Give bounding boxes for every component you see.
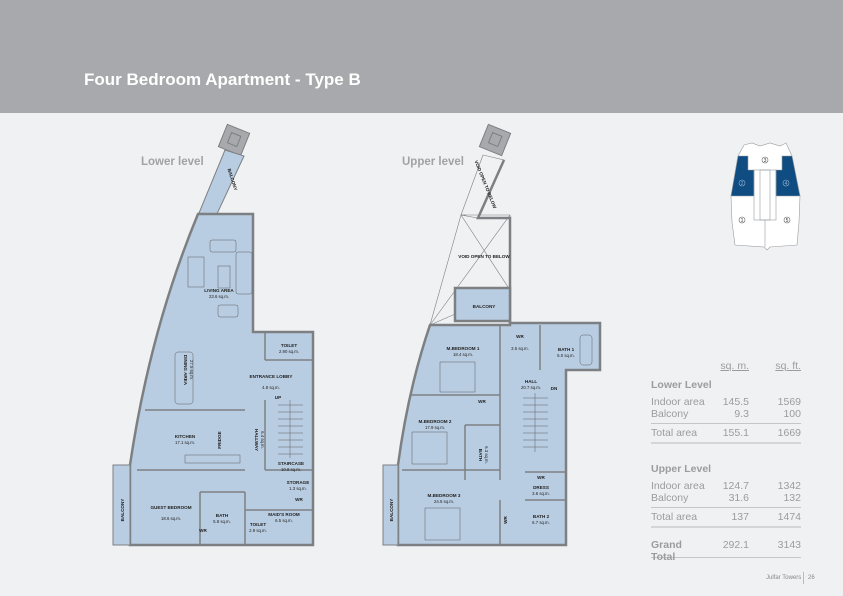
room-label: BATH [478, 449, 483, 462]
room-label: DINING AREA [183, 355, 188, 386]
room-label: HALLWAY [254, 429, 259, 451]
room-label: WR [537, 475, 545, 480]
room-area: 17.9 sq.m. [425, 425, 445, 430]
room-area: 2.9 sq.m. [249, 528, 267, 533]
room-label: TOILET [250, 522, 266, 527]
page-title: Four Bedroom Apartment - Type B [84, 70, 361, 89]
unit-number: 5 [786, 218, 789, 224]
room-label: BALCONY [389, 499, 394, 522]
room-area: 23.6 sq.m. [209, 294, 229, 299]
room-label: HALL [525, 379, 537, 384]
footer-project: Julfar Towers [766, 575, 802, 581]
room-label: DRESS [533, 485, 549, 490]
room-label: STORAGE [287, 480, 310, 485]
room-label: WR [199, 528, 207, 533]
room-label: M.BEDROOM 3 [428, 493, 461, 498]
room-area: 6.7 sq.m. [532, 520, 550, 525]
room-label: WR [503, 515, 508, 523]
upper-floor-plan [382, 123, 602, 547]
room-area: 18.6 sq.m. [161, 516, 181, 521]
unit-number: 2 [741, 181, 744, 187]
room-area: 17.1 sq.m. [175, 440, 195, 445]
room-area: 27.5 sq.m. [189, 360, 194, 380]
room-area: 2.90 sq.m. [279, 349, 299, 354]
room-label: GUEST BEDROOM [150, 505, 191, 510]
room-label: UP [275, 395, 281, 400]
room-label: VOID OPEN TO BELOW [458, 254, 510, 259]
room-label: TOILET [281, 343, 297, 348]
room-area: 18.4 sq.m. [453, 352, 473, 357]
room-label: BALCONY [120, 499, 125, 522]
room-label: WR [516, 334, 524, 339]
room-label: DN [551, 386, 558, 391]
room-area: 1.3 sq.m. [289, 486, 307, 491]
room-label: BATH 1 [558, 347, 575, 352]
header-bar: Four Bedroom Apartment - Type B [0, 0, 843, 113]
room-label: WR [295, 497, 303, 502]
room-label: BATH [216, 513, 229, 518]
lower-level-label: Lower level [141, 156, 204, 168]
unit-number: 1 [741, 218, 744, 224]
unit-number: 4 [785, 181, 788, 187]
room-label: M.BEDROOM 1 [447, 346, 480, 351]
room-label: BALCONY [227, 168, 239, 191]
room-area: 3.5 sq.m. [511, 346, 529, 351]
room-area: 10.8 sq.m. [281, 467, 301, 472]
room-label: KITCHEN [175, 434, 196, 439]
room-area: 4.8 sq.m. [262, 385, 280, 390]
room-label: BATH 2 [533, 514, 550, 519]
room-label: ENTRANCE LOBBY [250, 374, 293, 379]
room-area: 20.7 sq.m. [521, 385, 541, 390]
key-plan: 3 2 4 1 5 [730, 142, 801, 251]
units-row: sq. m.sq. ft. [720, 360, 801, 372]
room-label: BALCONY [473, 304, 496, 309]
upper-level-label: Upper level [402, 156, 464, 168]
room-area: 6.5 sq.m. [275, 518, 293, 523]
room-label: M.BEDROOM 2 [419, 419, 452, 424]
room-area: 6.0 sq.m. [557, 353, 575, 358]
room-area: 6.3 sq.m. [484, 446, 489, 464]
room-area: 5.8 sq.m. [213, 519, 231, 524]
unit-number: 3 [764, 158, 767, 164]
room-label: STAIRCASE [278, 461, 304, 466]
footer-divider [803, 572, 804, 584]
page-number: 26 [808, 575, 815, 581]
lower-room-labels: BALCONY LIVING AREA 23.6 sq.m. DINING AR… [120, 168, 309, 533]
room-area: 3.6 sq.m. [532, 491, 550, 496]
room-area: 6.4 sq.m. [260, 431, 265, 449]
lower-floor-plan [112, 123, 315, 547]
room-area: 24.5 sq.m. [434, 499, 454, 504]
lower-level-heading: Lower Level [651, 379, 712, 391]
room-label: FRIDGE [217, 431, 222, 448]
room-label: LIVING AREA [204, 288, 234, 293]
upper-level-heading: Upper Level [651, 463, 712, 475]
room-label: MAID'S ROOM [268, 512, 300, 517]
room-label: WR [478, 399, 486, 404]
